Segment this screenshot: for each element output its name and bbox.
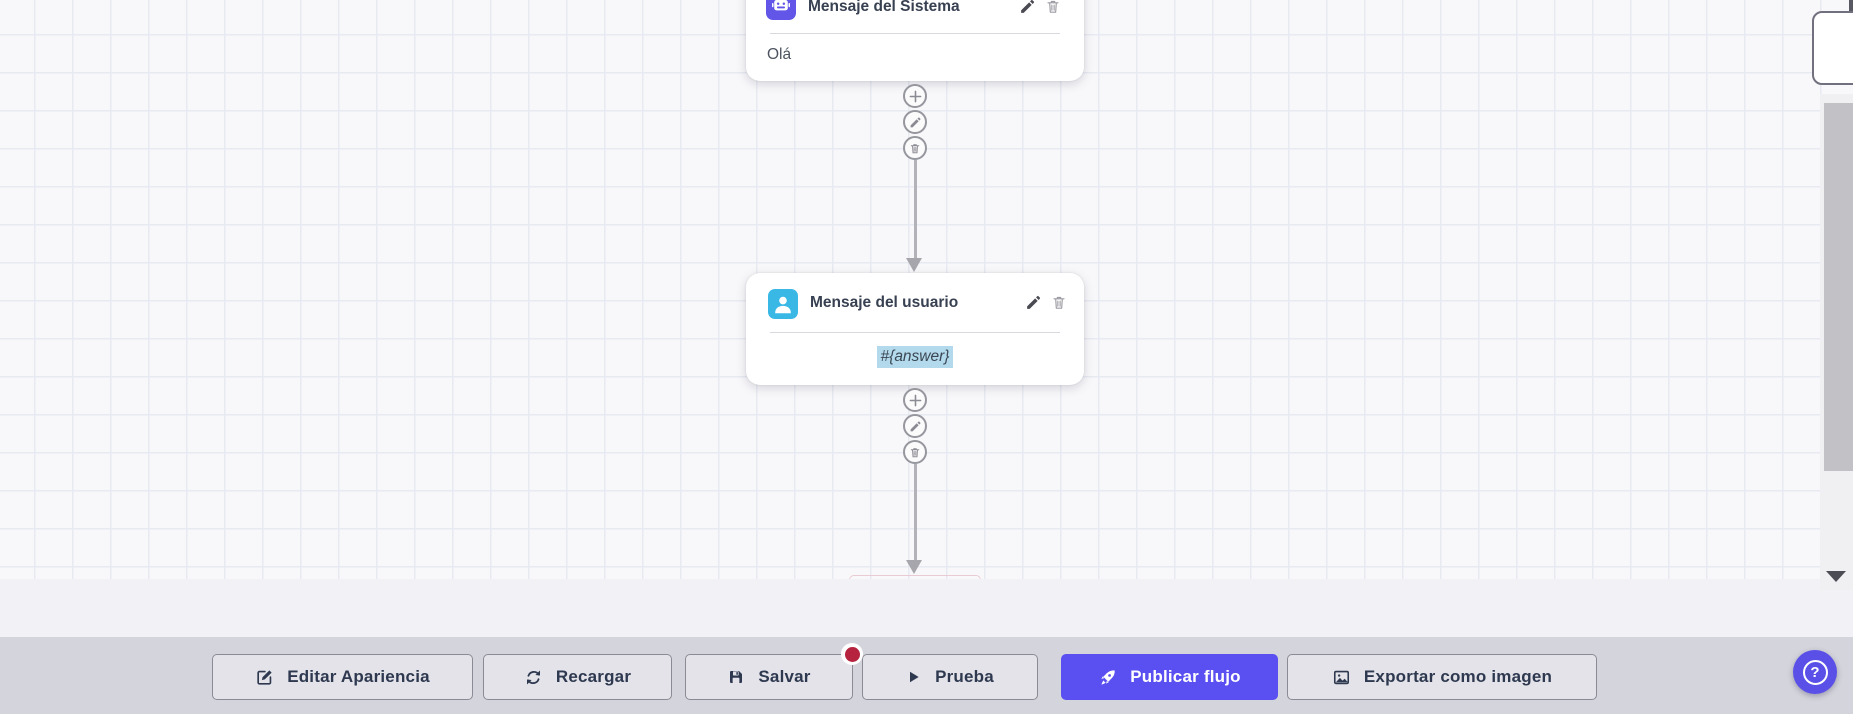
- connector-arrowhead: [906, 258, 922, 272]
- add-step-button[interactable]: [903, 84, 927, 108]
- button-label: Publicar flujo: [1130, 667, 1241, 686]
- robot-icon: [766, 0, 796, 20]
- button-label: Prueba: [935, 667, 994, 686]
- node-content: #{answer}: [746, 346, 1084, 368]
- edit-node-icon[interactable]: [1019, 0, 1036, 15]
- node-divider: [770, 33, 1060, 34]
- clipped-next-node-edge: [849, 575, 981, 580]
- edit-node-icon[interactable]: [1025, 294, 1042, 311]
- node-user-message[interactable]: Mensaje del usuario #{answer}: [746, 273, 1084, 385]
- export-image-button[interactable]: Exportar como imagen: [1287, 654, 1597, 700]
- connector-line: [914, 464, 917, 560]
- connector-arrowhead: [906, 560, 922, 574]
- button-label: Salvar: [758, 667, 811, 686]
- node-title: Mensaje del Sistema: [808, 0, 960, 15]
- delete-step-button[interactable]: [903, 440, 927, 464]
- refresh-icon: [524, 668, 543, 687]
- node-divider: [770, 332, 1060, 333]
- button-label: Recargar: [555, 667, 632, 686]
- question-mark-icon: ?: [1802, 659, 1828, 685]
- save-button[interactable]: Salvar: [685, 654, 853, 700]
- save-icon: [727, 668, 745, 686]
- edit-step-button[interactable]: [903, 110, 927, 134]
- publish-flow-button[interactable]: Publicar flujo: [1061, 654, 1278, 700]
- button-label: Exportar como imagen: [1363, 667, 1553, 686]
- reload-button[interactable]: Recargar: [483, 654, 672, 700]
- scroll-down-arrow-icon[interactable]: [1826, 571, 1846, 582]
- vertical-scrollbar-thumb[interactable]: [1824, 103, 1853, 471]
- edit-appearance-icon: [255, 668, 274, 687]
- node-system-message[interactable]: Mensaje del Sistema Olá: [746, 0, 1084, 81]
- test-button[interactable]: Prueba: [862, 654, 1038, 700]
- image-icon: [1332, 668, 1351, 687]
- action-toolbar: Editar Apariencia Recargar: [0, 637, 1853, 714]
- node-content: Olá: [767, 46, 792, 63]
- play-icon: [906, 669, 922, 685]
- connector-line: [914, 160, 917, 258]
- delete-node-icon[interactable]: [1045, 0, 1061, 15]
- edit-appearance-button[interactable]: Editar Apariencia: [212, 654, 473, 700]
- unsaved-changes-badge: [841, 643, 863, 665]
- node-title: Mensaje del usuario: [810, 294, 959, 311]
- delete-node-icon[interactable]: [1051, 294, 1067, 311]
- flow-canvas[interactable]: Mensaje del Sistema Olá: [0, 0, 1853, 580]
- button-label: Editar Apariencia: [287, 667, 430, 686]
- delete-step-button[interactable]: [903, 136, 927, 160]
- rocket-icon: [1098, 668, 1117, 687]
- answer-variable-chip[interactable]: #{answer}: [876, 346, 954, 368]
- window-corner-sliver: [1849, 0, 1853, 13]
- add-step-button[interactable]: [903, 388, 927, 412]
- canvas-footer-strip: [0, 579, 1853, 637]
- edit-step-button[interactable]: [903, 414, 927, 438]
- user-icon: [768, 289, 798, 319]
- clipped-side-panel: [1812, 11, 1853, 85]
- help-button[interactable]: ?: [1793, 650, 1837, 694]
